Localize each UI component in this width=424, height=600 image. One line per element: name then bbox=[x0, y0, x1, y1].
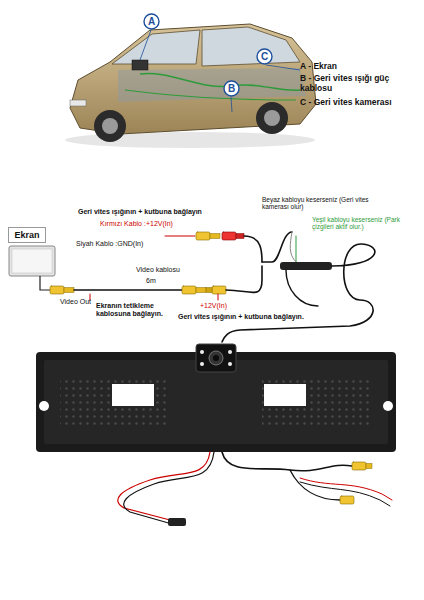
car-illustration bbox=[65, 24, 316, 148]
annotation-label: Kırmızı Kablo :+12V(In) bbox=[100, 220, 173, 228]
callout-letter: B bbox=[228, 83, 235, 94]
annotation-label: Siyah Kablo :GND(In) bbox=[76, 240, 143, 248]
annotation-label: Geri vites ışığının + kutbuna bağlayın. bbox=[178, 313, 304, 321]
node-title: Ekran bbox=[14, 230, 40, 240]
annotation-label: Video Out bbox=[60, 298, 91, 306]
wiring bbox=[50, 232, 375, 342]
callout-circle: C bbox=[256, 48, 273, 65]
annotation-label: B - Geri vites ışığı güç kablosu bbox=[300, 74, 420, 94]
callout-letter: A bbox=[148, 16, 155, 27]
annotation-label: Yeşil kabloyu keserseniz (Park çizgileri… bbox=[312, 216, 422, 231]
bottom-cables bbox=[118, 452, 392, 526]
callout-circle: B bbox=[223, 80, 240, 97]
callout-circle: A bbox=[143, 13, 160, 30]
plate-frame bbox=[36, 344, 396, 452]
annotation-label: C - Geri vites kamerası bbox=[300, 98, 392, 108]
annotation-label: 6m bbox=[146, 277, 156, 285]
annotation-label: Video kablosu bbox=[136, 266, 180, 274]
callout-letter: C bbox=[261, 51, 268, 62]
annotation-label: Ekranın tetikleme kablosuna bağlayın. bbox=[96, 302, 176, 318]
annotation-label: A - Ekran bbox=[300, 62, 337, 72]
annotation-label: +12V(In) bbox=[200, 302, 227, 310]
annotation-label: Geri vites ışığının + kutbuna bağlayın bbox=[78, 208, 202, 216]
annotation-label: Beyaz kabloyu keserseniz (Geri vites kam… bbox=[262, 196, 374, 211]
screen-graphic bbox=[9, 246, 55, 290]
screen-box: Ekran bbox=[8, 227, 46, 243]
